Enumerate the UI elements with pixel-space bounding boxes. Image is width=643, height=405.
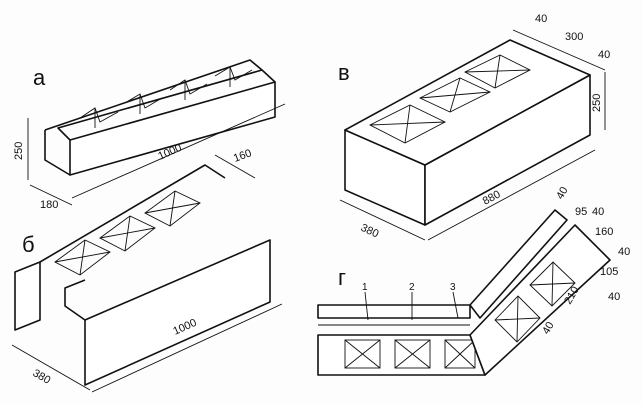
dim-g-160: 160 — [595, 226, 613, 238]
dim-g-40b: 40 — [592, 206, 604, 218]
block-b-front-face — [84, 239, 271, 386]
panel-b-letter: б — [22, 232, 35, 257]
wall-g-angled-top — [469, 209, 568, 319]
dim-v-top-line — [512, 29, 606, 71]
panel-a: а 250 1000 180 — [13, 59, 286, 211]
panel-b: б 380 1000 160 — [11, 147, 283, 393]
dim-a-length-line — [71, 103, 286, 199]
block-a-back-rail — [44, 59, 263, 131]
dim-g-95: 95 — [575, 206, 587, 218]
block-b-cavities — [54, 190, 201, 276]
dim-v-wall: 40 — [535, 13, 547, 25]
panel-v-letter: в — [338, 60, 350, 85]
dim-v-height: 250 — [591, 94, 603, 112]
callout-1-leader — [364, 291, 369, 321]
block-b-end-face — [14, 261, 41, 331]
dim-g-40c: 40 — [618, 246, 630, 258]
dim-b-length-line — [91, 303, 283, 393]
dim-g-40a: 40 — [554, 185, 571, 202]
dim-b-web: 160 — [232, 147, 253, 165]
dim-b-width-line — [11, 344, 91, 391]
dim-a-width: 180 — [40, 199, 58, 211]
dim-g-40d: 40 — [608, 291, 620, 303]
dim-v-width: 380 — [359, 222, 381, 241]
dim-a-height: 250 — [13, 142, 25, 160]
panel-g-letter: г — [338, 265, 346, 290]
wall-g-angled-body — [469, 224, 611, 376]
callout-3: 3 — [450, 282, 456, 293]
dim-v-length-line — [427, 149, 596, 241]
block-v-cavities — [369, 54, 531, 144]
block-b-back-rail — [39, 164, 226, 263]
dim-a-width-line — [29, 184, 73, 206]
block-a-back-edge — [44, 130, 71, 176]
callout-1: 1 — [362, 282, 368, 293]
dim-v-wall2: 40 — [598, 49, 610, 61]
panel-a-letter: а — [33, 65, 46, 90]
dim-v-width-line — [339, 199, 426, 241]
dim-g-40e: 40 — [540, 320, 557, 337]
wall-g-cavities — [344, 339, 476, 369]
dim-b-web-line — [214, 154, 256, 179]
dim-b-width: 380 — [31, 367, 53, 387]
wall-g-top-layer — [317, 304, 471, 319]
block-b-end-rib — [64, 279, 86, 321]
wall-g-body — [317, 334, 486, 376]
panel-v: в 40 300 40 250 880 380 — [338, 13, 610, 240]
block-a-cavities — [79, 66, 253, 128]
wall-g-angled-cavities — [494, 261, 576, 343]
dim-g-105: 105 — [600, 266, 618, 278]
callout-3-leader — [452, 291, 459, 319]
dim-v-cavity: 300 — [565, 31, 583, 43]
callout-2: 2 — [409, 282, 415, 293]
panel-g: г 1 2 3 40 95 40 160 40 105 210 40 40 — [317, 185, 630, 376]
